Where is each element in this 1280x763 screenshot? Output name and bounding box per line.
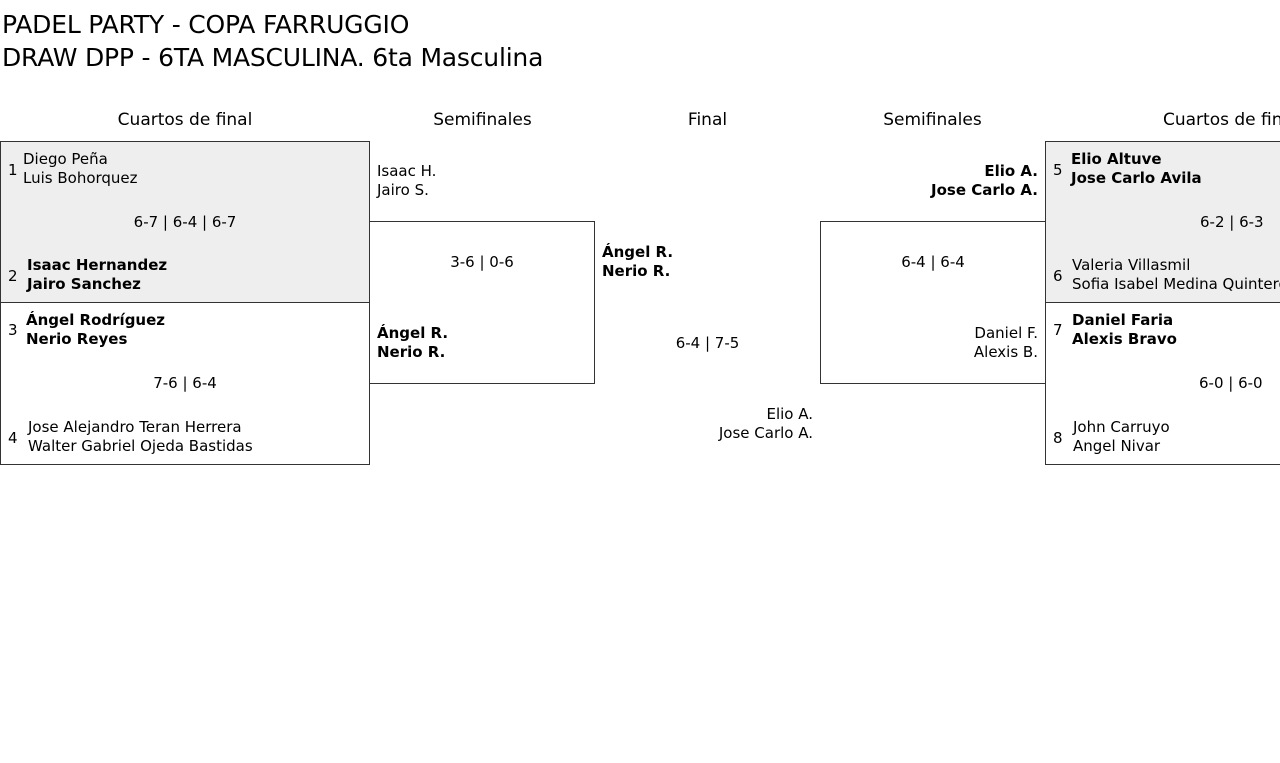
team-player-winner: Jose Carlo A. — [931, 181, 1038, 199]
team-player-winner: Daniel Faria — [1072, 311, 1174, 329]
seed-number: 4 — [8, 429, 18, 447]
team-player: Daniel F. — [974, 324, 1038, 342]
seed-number: 3 — [8, 321, 18, 339]
team-player-winner: Elio A. — [984, 162, 1038, 180]
match-score: 6-4 | 6-4 — [901, 253, 965, 271]
seed-number: 7 — [1053, 321, 1063, 339]
seed-number: 2 — [8, 267, 18, 285]
team-player: Angel Nivar — [1073, 437, 1161, 455]
seed-number: 5 — [1053, 161, 1063, 179]
team-player-winner: Nerio Reyes — [26, 330, 128, 348]
team-player-winner: Isaac Hernandez — [27, 256, 168, 274]
team-player: Alexis B. — [973, 343, 1038, 361]
match-score: 6-2 | 6-3 — [1200, 213, 1264, 231]
team-player: Jose Alejandro Teran Herrera — [28, 418, 242, 436]
match-qf3: 5 Elio Altuve Jose Carlo Avila 6-2 | 6-3… — [1045, 141, 1280, 303]
page-title: PADEL PARTY - COPA FARRUGGIO — [2, 10, 410, 39]
round-header-final: Final — [687, 110, 728, 130]
match-sf-right: 6-4 | 6-4 Daniel F. Alexis B. — [820, 221, 1046, 384]
match-sf-left: 3-6 | 0-6 Ángel R. Nerio R. — [369, 221, 595, 384]
final-team-winner: Ángel R. — [602, 243, 674, 261]
team-player: Diego Peña — [23, 150, 108, 168]
match-qf2: 3 Ángel Rodríguez Nerio Reyes 7-6 | 6-4 … — [0, 302, 370, 465]
final-team: Jose Carlo A. — [718, 424, 813, 442]
team-player-winner: Jose Carlo Avila — [1071, 169, 1202, 187]
round-header-qf-left: Cuartos de final — [117, 110, 253, 130]
round-header-sf-right: Semifinales — [883, 110, 982, 130]
team-player-winner: Ángel Rodríguez — [26, 311, 166, 329]
team-player: Luis Bohorquez — [23, 169, 138, 187]
seed-number: 1 — [8, 161, 18, 179]
team-player: John Carruyo — [1073, 418, 1170, 436]
match-qf1: 1 Diego Peña Luis Bohorquez 6-7 | 6-4 | … — [0, 141, 370, 303]
team-player: Jairo S. — [377, 181, 429, 199]
final-score: 6-4 | 7-5 — [675, 334, 740, 352]
team-player-winner: Ángel R. — [377, 324, 449, 342]
seed-number: 8 — [1053, 429, 1063, 447]
final-team-winner: Nerio R. — [602, 262, 671, 280]
team-player: Walter Gabriel Ojeda Bastidas — [28, 437, 253, 455]
team-player-winner: Alexis Bravo — [1072, 330, 1177, 348]
final-team: Elio A. — [766, 405, 813, 423]
match-score: 6-7 | 6-4 | 6-7 — [133, 213, 237, 231]
team-player-winner: Jairo Sanchez — [27, 275, 141, 293]
round-header-qf-right: Cuartos de fin — [1163, 110, 1280, 130]
team-player: Isaac H. — [377, 162, 437, 180]
round-header-sf-left: Semifinales — [433, 110, 532, 130]
seed-number: 6 — [1053, 267, 1063, 285]
match-score: 6-0 | 6-0 — [1199, 374, 1263, 392]
team-player-winner: Elio Altuve — [1071, 150, 1162, 168]
match-score: 3-6 | 0-6 — [450, 253, 514, 271]
team-player-winner: Nerio R. — [377, 343, 446, 361]
team-player: Sofia Isabel Medina Quintero — [1072, 275, 1280, 293]
match-qf4: 7 Daniel Faria Alexis Bravo 6-0 | 6-0 8 … — [1045, 302, 1280, 465]
match-score: 7-6 | 6-4 — [153, 374, 217, 392]
team-player: Valeria Villasmil — [1072, 256, 1191, 274]
draw-subtitle: DRAW DPP - 6TA MASCULINA. 6ta Masculina — [2, 43, 544, 72]
